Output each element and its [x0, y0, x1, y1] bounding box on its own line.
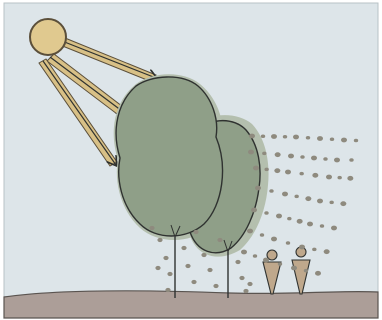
light-dot [269, 189, 273, 193]
light-dot [255, 186, 261, 191]
light-dot [312, 248, 316, 252]
light-dot [274, 168, 280, 173]
light-dot [253, 254, 257, 258]
shade-dot [239, 276, 244, 280]
light-dot [305, 196, 311, 201]
light-dot [340, 201, 346, 206]
shade-dot [207, 268, 212, 272]
light-dot [299, 172, 303, 176]
sun-icon [30, 19, 66, 55]
light-dot [260, 233, 264, 237]
light-dot [317, 199, 323, 204]
light-dot [271, 237, 277, 242]
light-dot [278, 262, 282, 266]
shade-dot [163, 256, 168, 260]
shade-dot [201, 253, 206, 257]
light-dot [275, 152, 281, 157]
light-dot [299, 245, 305, 250]
light-dot [354, 139, 358, 143]
light-dot [291, 266, 297, 271]
light-dot [304, 269, 308, 273]
light-dot [253, 166, 259, 171]
light-dot [315, 271, 321, 276]
shade-dot [235, 260, 240, 264]
light-dot [294, 195, 298, 199]
light-dot [249, 134, 255, 139]
light-dot [264, 168, 268, 172]
shade-dot [167, 272, 172, 276]
light-dot [312, 173, 318, 178]
light-dot [286, 241, 290, 245]
light-dot [326, 175, 332, 180]
shade-dot [243, 289, 248, 293]
light-dot [271, 134, 277, 139]
tree-icon-front [116, 77, 222, 236]
light-dot [262, 152, 266, 156]
light-dot [337, 176, 341, 180]
light-dot [331, 226, 337, 231]
shade-dot [213, 284, 218, 288]
light-dot [285, 170, 291, 175]
light-dot [297, 219, 303, 224]
light-dot [311, 156, 317, 161]
light-dot [283, 135, 287, 139]
ground-strip [4, 291, 378, 318]
light-dot [330, 137, 334, 141]
light-dot [248, 150, 254, 155]
light-dot [334, 158, 340, 163]
light-dot [320, 224, 324, 228]
light-dot [263, 258, 269, 263]
light-dot [251, 208, 257, 213]
light-dot [282, 192, 288, 197]
shade-dot [157, 238, 162, 242]
light-dot [293, 135, 299, 140]
light-dot [347, 176, 353, 181]
shade-dot [247, 282, 252, 286]
shade-dot [191, 280, 196, 284]
light-dot [287, 217, 291, 221]
shade-dot [165, 288, 170, 292]
light-dot [329, 201, 333, 205]
light-dot [241, 250, 247, 255]
shade-dot [181, 246, 186, 250]
shade-dot [217, 238, 222, 242]
light-dot [264, 211, 268, 215]
light-dot [324, 249, 330, 254]
light-dot [261, 134, 265, 138]
light-dot [349, 158, 353, 162]
shade-dot [193, 230, 198, 234]
light-dot [300, 155, 304, 159]
light-dot [276, 214, 282, 219]
light-dot [247, 229, 253, 234]
light-dot [288, 154, 294, 159]
shade-dot [185, 264, 190, 268]
light-dot [306, 136, 310, 140]
light-dot [341, 138, 347, 143]
light-dot [317, 136, 323, 141]
light-dot [307, 222, 313, 227]
light-dot [323, 157, 327, 161]
shade-dot [149, 226, 154, 230]
shade-dot [155, 266, 160, 270]
